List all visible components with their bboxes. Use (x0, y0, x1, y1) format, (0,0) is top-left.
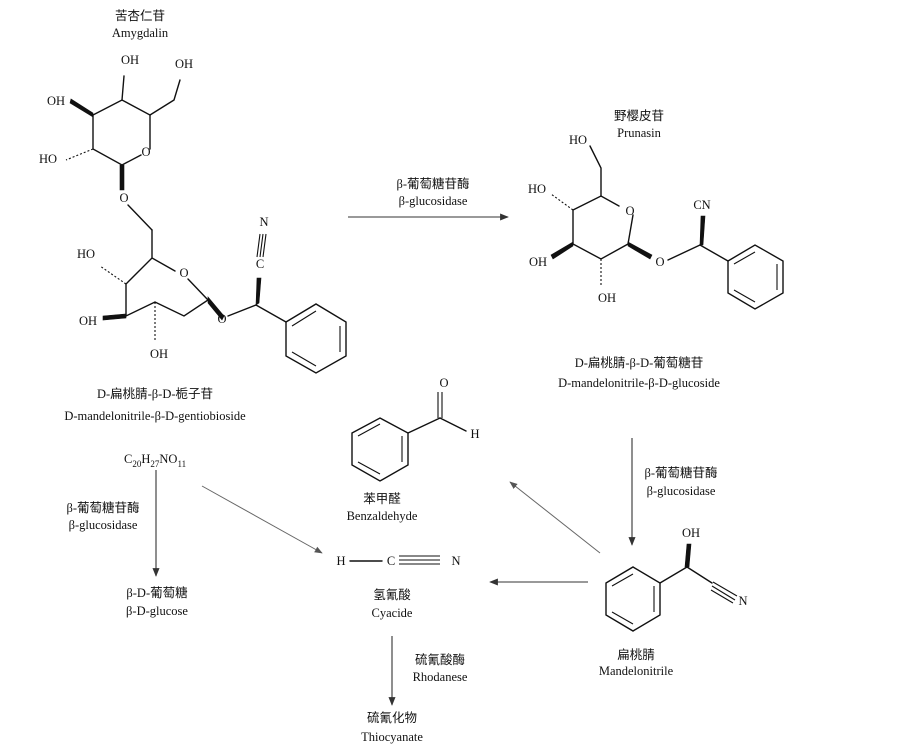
hydroxyl-label: OH (175, 57, 193, 71)
hydrogen-cyanide-structure: H C N 氢氰酸 Cyacide (336, 554, 460, 620)
hydroxyl-label: HO (528, 182, 546, 196)
enzyme-label-zh: β-葡萄糖苷酶 (644, 465, 717, 480)
phenyl-ring (285, 303, 347, 374)
arrow-mandelonitrile-to-benzaldehyde (509, 481, 601, 554)
enzyme-label-zh: β-葡萄糖苷酶 (66, 500, 139, 515)
enzyme-label-zh: 硫氰酸酶 (415, 652, 465, 667)
thiocyanate-name-en: Thiocyanate (361, 730, 423, 744)
phenyl-ring (727, 244, 784, 310)
hydroxyl-label: OH (529, 255, 547, 269)
enzyme-label-en: β-glucosidase (647, 484, 716, 498)
hydrogen-label: H (336, 554, 345, 568)
nitrile-nitrogen-label: N (738, 594, 747, 608)
lower-glucose-ring: O HO OH OH O C N (77, 215, 347, 374)
arrow-amygdalin-to-cyanide (201, 485, 323, 554)
arrow-prunasin-to-mandelonitrile: β-葡萄糖苷酶 β-glucosidase (628, 438, 718, 546)
amygdalin-systematic-en: D-mandelonitrile-β-D-gentiobioside (64, 409, 246, 423)
ring-oxygen-label: O (625, 204, 634, 218)
upper-glucose-ring: O OH OH OH HO O (39, 53, 193, 231)
aldehyde-hydrogen-label: H (470, 427, 479, 441)
hydroxyl-label: OH (121, 53, 139, 67)
mandelonitrile-name-zh: 扁桃腈 (617, 647, 655, 662)
cyanide-name-en: Cyacide (372, 606, 413, 620)
benzaldehyde-name-en: Benzaldehyde (347, 509, 418, 523)
phenyl-ring (351, 417, 409, 482)
nitrile-label: CN (693, 198, 710, 212)
prunasin-name-zh: 野樱皮苷 (614, 108, 664, 123)
nitrile-carbon-label: C (256, 257, 264, 271)
amygdalin-systematic-zh: D-扁桃腈-β-D-栀子苷 (97, 386, 213, 401)
hydroxyl-label: OH (598, 291, 616, 305)
amygdalin-structure: 苦杏仁苷 Amygdalin O OH OH OH HO O O (39, 9, 347, 469)
glucose-product: β-D-葡萄糖 β-D-glucose (126, 585, 188, 618)
arrow-cyanide-to-thiocyanate: 硫氰酸酶 Rhodanese (388, 636, 468, 706)
enzyme-label-en: β-glucosidase (69, 518, 138, 532)
nitrogen-label: N (451, 554, 460, 568)
prunasin-systematic-en: D-mandelonitrile-β-D-glucoside (558, 376, 720, 390)
hydroxyl-label: HO (569, 133, 587, 147)
phenyl-ring (605, 566, 661, 632)
thiocyanate-product: 硫氰化物 Thiocyanate (361, 710, 423, 744)
glycosidic-oxygen-label: O (119, 191, 128, 205)
hydroxyl-label: HO (39, 152, 57, 166)
ring-oxygen-label: O (141, 145, 150, 159)
thiocyanate-name-zh: 硫氰化物 (367, 710, 417, 725)
hydroxyl-label: OH (79, 314, 97, 328)
prunasin-structure: 野樱皮苷 Prunasin O HO HO OH OH O CN D-扁桃腈-β… (528, 108, 784, 390)
glycosidic-oxygen-label: O (217, 312, 226, 326)
benzaldehyde-structure: O H 苯甲醛 Benzaldehyde (347, 376, 480, 523)
amygdalin-name-zh: 苦杏仁苷 (115, 9, 165, 23)
hydroxyl-label: HO (77, 247, 95, 261)
glucose-name-zh: β-D-葡萄糖 (126, 585, 188, 600)
cyanide-name-zh: 氢氰酸 (373, 587, 411, 602)
nitrile-nitrogen-label: N (259, 215, 268, 229)
hydroxyl-label: OH (47, 94, 65, 108)
glycosidic-oxygen-label: O (655, 255, 664, 269)
enzyme-label-en: Rhodanese (413, 670, 468, 684)
prunasin-name-en: Prunasin (617, 126, 662, 140)
ring-oxygen-label: O (179, 266, 188, 280)
arrow-amygdalin-to-glucose: β-葡萄糖苷酶 β-glucosidase (66, 470, 160, 577)
enzyme-label-en: β-glucosidase (399, 194, 468, 208)
mandelonitrile-structure: OH N 扁桃腈 Mandelonitrile (599, 526, 748, 678)
benzaldehyde-name-zh: 苯甲醛 (363, 491, 401, 506)
arrow-amygdalin-to-prunasin: β-葡萄糖苷酶 β-glucosidase (348, 176, 509, 221)
prunasin-systematic-zh: D-扁桃腈-β-D-葡萄糖苷 (575, 355, 704, 370)
amygdalin-name-en: Amygdalin (112, 26, 169, 40)
amygdalin-formula: C20H27NO11 (124, 452, 186, 469)
mandelonitrile-name-en: Mandelonitrile (599, 664, 674, 678)
glucose-name-en: β-D-glucose (126, 604, 188, 618)
carbon-label: C (387, 554, 395, 568)
enzyme-label-zh: β-葡萄糖苷酶 (396, 176, 469, 191)
hydroxyl-label: OH (682, 526, 700, 540)
hydroxyl-label: OH (150, 347, 168, 361)
carbonyl-oxygen-label: O (439, 376, 448, 390)
